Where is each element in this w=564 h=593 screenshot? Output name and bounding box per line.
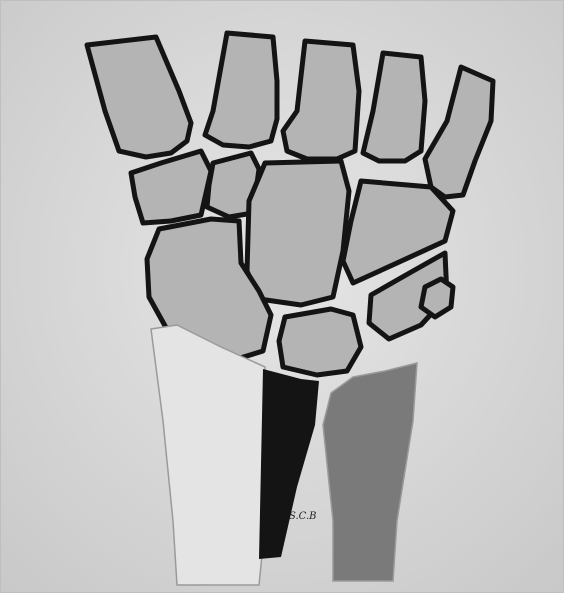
lunate	[279, 309, 361, 375]
capitate	[247, 161, 349, 305]
signature-label: S.C.B	[289, 511, 317, 522]
pisiform	[421, 279, 453, 317]
